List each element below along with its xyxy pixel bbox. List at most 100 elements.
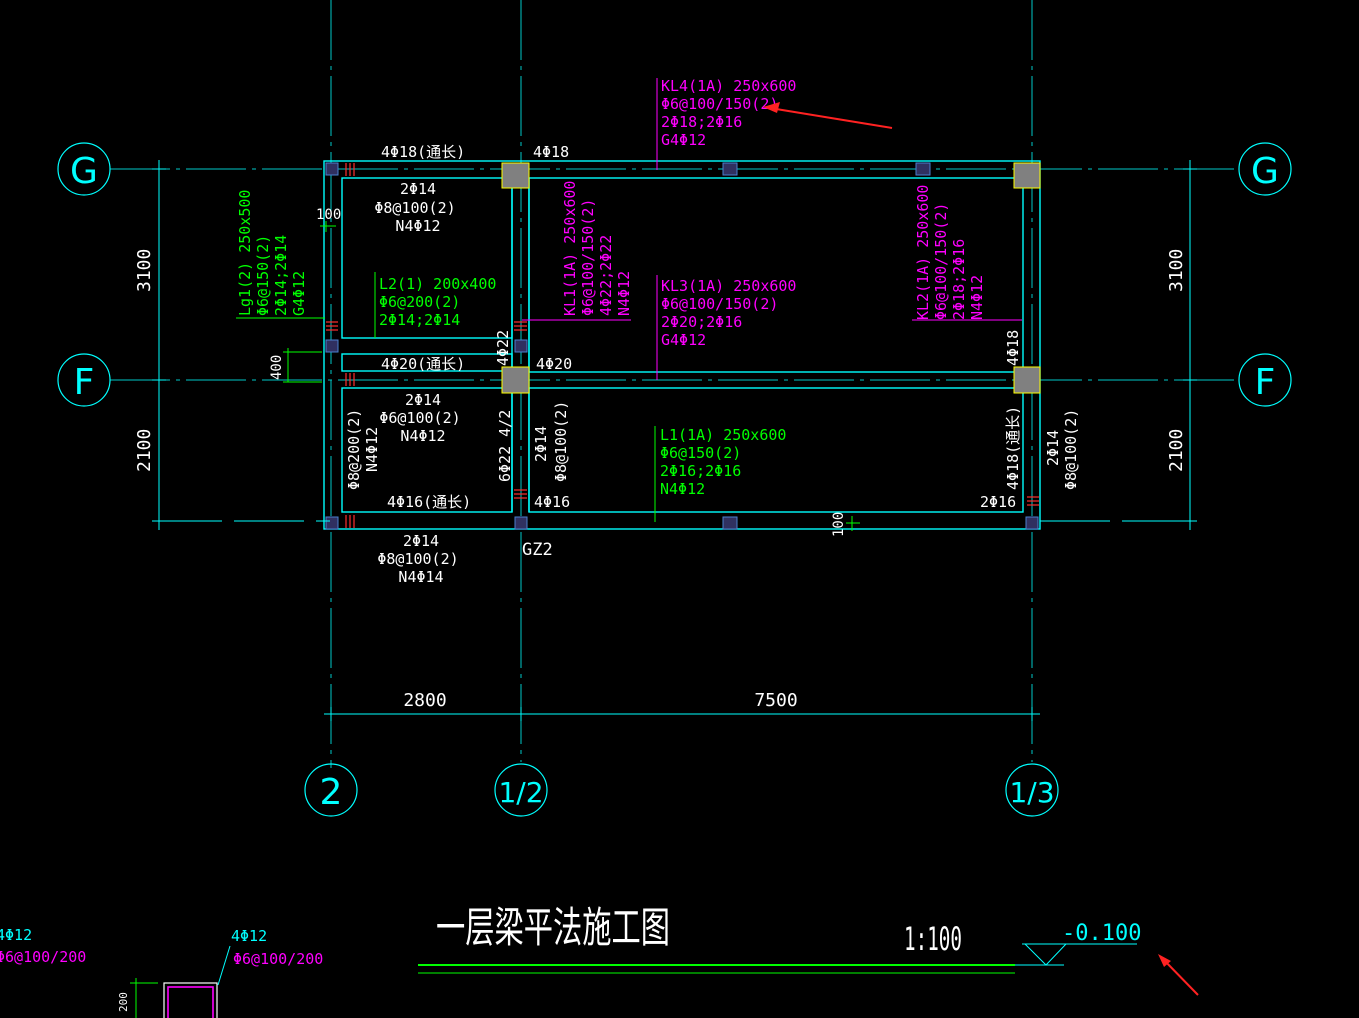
columns <box>325 162 1041 530</box>
lbl-vleft-b: N4Φ12 <box>363 427 381 472</box>
l1-line-2: 2Φ16;2Φ16 <box>660 462 741 480</box>
kl3-line-0: KL3(1A) 250x600 <box>661 277 796 295</box>
lbl-top-left-through: 4Φ18(通长) <box>381 143 465 161</box>
lbl-v-6d22: 6Φ22 4/2 <box>496 410 514 482</box>
legend-dim-200: 200 <box>117 992 130 1012</box>
kl3-line-1: Φ6@100/150(2) <box>661 295 778 313</box>
lbl-bot-right: 2Φ16 <box>980 493 1016 511</box>
kl2-line-0: KL2(1A) 250x600 <box>914 185 932 320</box>
axis-g-right: G <box>1251 151 1279 192</box>
lbl-f-mid: 4Φ20 <box>536 355 572 373</box>
gz-post <box>514 339 528 353</box>
dimension-lines <box>152 78 1197 721</box>
lbl-box1-a: 2Φ14 <box>400 180 436 198</box>
rebar-labels: 4Φ18(通长) 4Φ18 2Φ14 Φ8@100(2) N4Φ12 4Φ20(… <box>345 143 1080 586</box>
dim-400: 400 <box>269 355 285 380</box>
gz-post <box>722 162 738 176</box>
lbl-vleft-a: Φ8@200(2) <box>345 409 363 490</box>
axis-2: 2 <box>320 772 343 813</box>
lg1-line-0: Lg1(2) 250x500 <box>236 190 254 316</box>
dim-left-top: 3100 <box>134 249 155 292</box>
lbl-right-v-4d18: 4Φ18 <box>1004 330 1022 366</box>
dim-100-a: 100 <box>316 207 341 223</box>
legend-left-b: Φ6@100/200 <box>0 948 86 966</box>
axis-f-left: F <box>74 362 95 403</box>
gz-post <box>325 162 339 176</box>
l1-line-0: L1(1A) 250x600 <box>660 426 786 444</box>
lbl-box1-b: Φ8@100(2) <box>374 199 455 217</box>
legend-right-a: 4Φ12 <box>231 927 267 945</box>
lbl-right-v-through: 4Φ18(通长) <box>1004 406 1022 490</box>
dim-right-top: 3100 <box>1166 249 1187 292</box>
axis-f-right: F <box>1255 362 1276 403</box>
lbl-v-mid-a: 2Φ14 <box>532 426 550 462</box>
l1-line-3: N4Φ12 <box>660 480 705 498</box>
dim-bottom-right: 7500 <box>754 690 797 711</box>
lbl-under-c: N4Φ14 <box>398 568 443 586</box>
lbl-bot-through: 4Φ16(通长) <box>387 493 471 511</box>
lg1-line-2: 2Φ14;2Φ14 <box>272 235 290 316</box>
dim-100-b: 100 <box>831 512 847 537</box>
kl1-line-3: N4Φ12 <box>615 271 633 316</box>
column <box>501 366 530 394</box>
l2-line-1: Φ6@200(2) <box>379 293 460 311</box>
kl2-line-1: Φ6@100/150(2) <box>932 203 950 320</box>
section-box <box>163 982 218 1018</box>
lbl-bot-mid: 4Φ16 <box>534 493 570 511</box>
l2-line-2: 2Φ14;2Φ14 <box>379 311 460 329</box>
gz-post <box>915 162 931 176</box>
lbl-v-mid-b: Φ8@100(2) <box>552 401 570 482</box>
elevation-text: -0.100 <box>1062 921 1141 946</box>
kl1-line-0: KL1(1A) 250x600 <box>561 181 579 316</box>
lbl-gz2: GZ2 <box>522 540 553 560</box>
gz-post <box>1025 516 1039 530</box>
axis-g-left: G <box>70 151 98 192</box>
lbl-top-mid: 4Φ18 <box>533 143 569 161</box>
kl4-line-1: Φ6@100/150(2) <box>661 95 778 113</box>
red-arrows <box>763 102 1199 996</box>
lg1-line-1: Φ6@150(2) <box>254 235 272 316</box>
kl1-line-2: 4Φ22;2Φ22 <box>597 235 615 316</box>
kl4-line-3: G4Φ12 <box>661 131 706 149</box>
lbl-right-out-a: 2Φ14 <box>1044 430 1062 466</box>
kl3-line-3: G4Φ12 <box>661 331 706 349</box>
lbl-box1-c: N4Φ12 <box>395 217 440 235</box>
dim-right-bottom: 2100 <box>1166 429 1187 472</box>
axis-1-2: 1/2 <box>498 776 543 809</box>
lg1-line-3: G4Φ12 <box>290 271 308 316</box>
gz-post <box>722 516 738 530</box>
lbl-under-a: 2Φ14 <box>403 532 439 550</box>
title-block: 一层梁平法施工图 1:100 -0.100 <box>418 903 1141 974</box>
lbl-box2-a: 2Φ14 <box>405 391 441 409</box>
arrowhead <box>1158 954 1171 967</box>
kl3-line-2: 2Φ20;2Φ16 <box>661 313 742 331</box>
lbl-vert-4d22: 4Φ22 <box>494 330 512 366</box>
kl2-line-3: N4Φ12 <box>968 275 986 320</box>
gz-post <box>514 516 528 530</box>
gz-post <box>325 339 339 353</box>
lbl-under-b: Φ8@100(2) <box>377 550 458 568</box>
legend-left-a: 4Φ12 <box>0 926 32 944</box>
column <box>501 162 530 189</box>
beam-annotations: KL4(1A) 250x600 Φ6@100/150(2) 2Φ18;2Φ16 … <box>236 77 986 498</box>
gz-post <box>325 516 339 530</box>
l1-line-1: Φ6@150(2) <box>660 444 741 462</box>
lbl-box2-b: Φ6@100(2) <box>379 409 460 427</box>
legend-right-b: Φ6@100/200 <box>233 950 323 968</box>
l2-line-0: L2(1) 200x400 <box>379 275 496 293</box>
column <box>1013 366 1041 394</box>
beam-outlines <box>323 160 1041 530</box>
axis-bubbles: G G F F 2 1/2 1/3 <box>57 142 1292 817</box>
section-legend: 4Φ12 Φ6@100/200 4Φ12 Φ6@100/200 200 <box>0 926 323 1018</box>
dim-bottom-left: 2800 <box>403 690 446 711</box>
axis-1-3: 1/3 <box>1009 776 1054 809</box>
kl4-line-2: 2Φ18;2Φ16 <box>661 113 742 131</box>
drawing-scale: 1:100 <box>904 920 962 958</box>
lbl-f-through: 4Φ20(通长) <box>381 355 465 373</box>
dim-left-bottom: 2100 <box>134 429 155 472</box>
dimension-texts: 3100 2100 3100 2100 2800 7500 400 100 10… <box>134 207 1187 711</box>
drawing-title: 一层梁平法施工图 <box>436 903 670 952</box>
lbl-box2-c: N4Φ12 <box>400 427 445 445</box>
arrowhead <box>763 102 780 113</box>
